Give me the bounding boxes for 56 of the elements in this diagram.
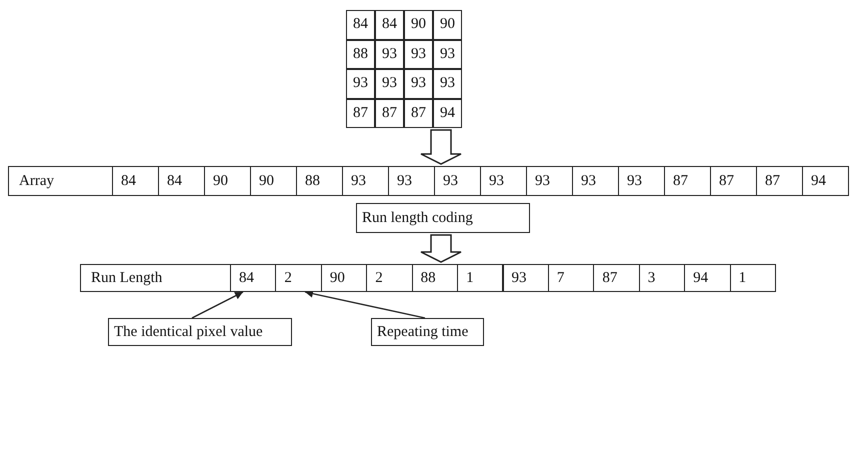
value-cell: 93 [433, 40, 462, 69]
value-cell: 93 [375, 69, 404, 98]
value-cell: 93 [618, 166, 665, 196]
value-cell: 84 [158, 166, 205, 196]
value-cell: 2 [366, 264, 413, 292]
value-cell: 93 [434, 166, 481, 196]
value-cell: 93 [404, 40, 433, 69]
pixel-grid [346, 10, 462, 128]
value-cell: 84 [230, 264, 276, 292]
value-cell: 84 [375, 10, 404, 40]
value-cell: 90 [250, 166, 297, 196]
value-cell: 87 [346, 98, 375, 128]
value-cell: 93 [502, 264, 549, 292]
value-cell: 90 [433, 10, 462, 40]
value-cell: 94 [802, 166, 849, 196]
leader-arrow [304, 290, 426, 319]
row-heading: Run Length [80, 264, 231, 292]
value-cell: 3 [638, 264, 686, 292]
row-heading: Array [8, 166, 113, 196]
value-cell: 94 [433, 98, 462, 128]
value-cell: 90 [320, 264, 368, 292]
callout-box: Repeating time [371, 318, 484, 346]
value-cell: 88 [296, 166, 343, 196]
value-cell: 88 [412, 264, 458, 292]
value-cell: 90 [204, 166, 251, 196]
leader-arrow [192, 291, 244, 319]
array-row [8, 166, 848, 196]
value-cell: 93 [342, 166, 389, 196]
value-cell: 1 [730, 264, 776, 292]
hollow-arrow [420, 234, 462, 263]
run-length-row [80, 264, 775, 292]
value-cell: 87 [756, 166, 803, 196]
callout-box: The identical pixel value [108, 318, 292, 346]
value-cell: 87 [664, 166, 711, 196]
value-cell: 90 [404, 10, 433, 40]
value-cell: 87 [404, 98, 433, 128]
value-cell: 93 [404, 69, 433, 98]
value-cell: 84 [346, 10, 375, 40]
value-cell: 87 [593, 264, 640, 292]
value-cell: 93 [375, 40, 404, 69]
value-cell: 1 [457, 264, 504, 292]
value-cell: 7 [548, 264, 594, 292]
value-cell: 93 [388, 166, 435, 196]
value-cell: 93 [346, 69, 375, 98]
process-box: Run length coding [356, 203, 530, 233]
value-cell: 93 [480, 166, 527, 196]
value-cell: 94 [684, 264, 731, 292]
value-cell: 84 [112, 166, 159, 196]
hollow-arrow [420, 129, 462, 165]
value-cell: 2 [275, 264, 322, 292]
value-cell: 93 [526, 166, 573, 196]
value-cell: 88 [346, 40, 375, 69]
value-cell: 93 [433, 69, 462, 98]
value-cell: 93 [572, 166, 619, 196]
value-cell: 87 [710, 166, 757, 196]
value-cell: 87 [375, 98, 404, 128]
